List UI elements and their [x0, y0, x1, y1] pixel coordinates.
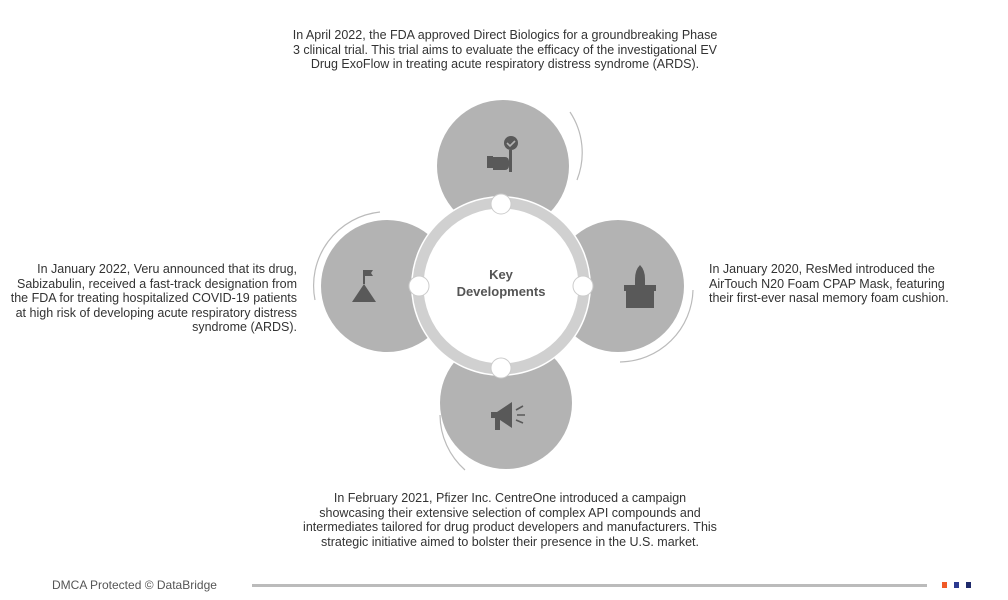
logo-square-navy: [966, 582, 971, 588]
logo-square-orange: [942, 582, 947, 588]
megaphone-icon: [491, 402, 525, 430]
circle-right: [552, 220, 684, 352]
development-top-text: In April 2022, the FDA approved Direct B…: [292, 28, 718, 71]
development-left-text: In January 2022, Veru announced that its…: [10, 262, 297, 334]
node-right: [572, 275, 594, 297]
center-title-line1: Key: [489, 267, 513, 282]
center-title-line2: Developments: [456, 284, 546, 299]
arc-bottom: [439, 414, 466, 471]
node-top: [490, 193, 512, 215]
arc-top: [569, 111, 583, 181]
arc-right: [619, 289, 694, 363]
logo-square-blue: [954, 582, 959, 588]
mountain-flag-icon: [352, 270, 376, 302]
development-bottom-text: In February 2021, Pfizer Inc. CentreOne …: [303, 491, 717, 549]
footer-copyright: DMCA Protected © DataBridge: [52, 578, 217, 592]
center-title: Key Developments: [440, 266, 562, 300]
footer-divider: [252, 584, 927, 587]
node-left: [408, 275, 430, 297]
approval-hand-icon: [487, 136, 518, 172]
node-bottom: [490, 357, 512, 379]
development-right-text: In January 2020, ResMed introduced the A…: [709, 262, 949, 305]
arc-left: [312, 211, 381, 301]
rocket-box-icon: [624, 265, 656, 308]
